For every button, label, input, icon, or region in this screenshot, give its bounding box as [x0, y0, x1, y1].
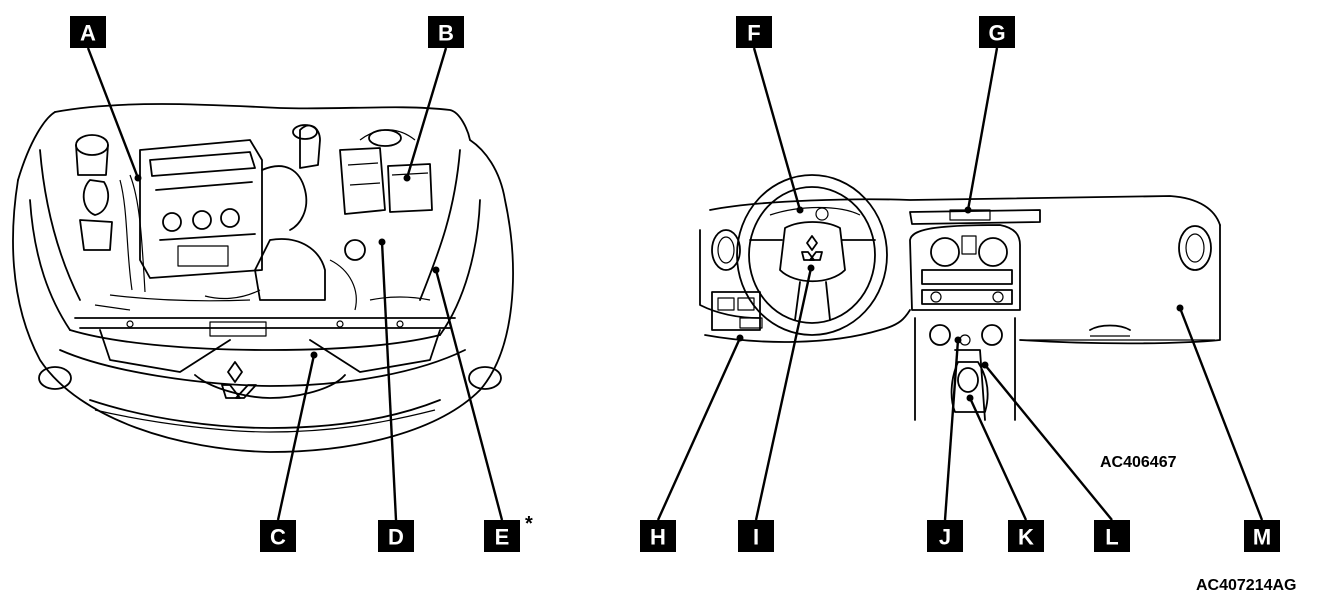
- leader-D: [380, 241, 398, 521]
- interior-figure-code: AC406467: [1100, 454, 1177, 471]
- callout-label-D: D: [388, 525, 404, 550]
- point-H: [736, 334, 744, 342]
- callout-label-L: L: [1105, 525, 1118, 550]
- callout-label-E: E: [495, 525, 510, 550]
- point-M: [1176, 304, 1184, 312]
- point-C: [310, 351, 318, 359]
- callout-K: K: [1008, 520, 1044, 552]
- callout-E-asterisk: *: [525, 513, 533, 535]
- callout-L: L: [1094, 520, 1130, 552]
- steering-emblem: [801, 235, 823, 261]
- callout-A: A: [70, 16, 106, 48]
- point-D: [378, 238, 386, 246]
- leader-H: [656, 337, 742, 521]
- callout-label-A: A: [80, 21, 96, 46]
- leader-lines: [86, 47, 1264, 521]
- point-J: [954, 336, 962, 344]
- leader-L: [984, 364, 1113, 521]
- callout-J: J: [927, 520, 963, 552]
- callout-label-I: I: [753, 525, 759, 550]
- callout-label-C: C: [270, 525, 286, 550]
- figure-code: AC407214AG: [1196, 577, 1297, 594]
- point-E: [432, 266, 440, 274]
- callout-I: I: [738, 520, 774, 552]
- leader-I: [754, 267, 813, 521]
- leader-E: [434, 269, 504, 521]
- callout-label-K: K: [1018, 525, 1034, 550]
- leader-J: [943, 339, 960, 521]
- callout-F: F: [736, 16, 772, 48]
- callout-C: C: [260, 520, 296, 552]
- steering-wheel: [736, 174, 888, 336]
- callout-M: M: [1244, 520, 1280, 552]
- leader-C: [276, 354, 316, 521]
- leader-B: [405, 47, 448, 179]
- leader-A: [86, 47, 140, 179]
- callout-G: G: [979, 16, 1015, 48]
- engine-block: [139, 139, 263, 279]
- leader-G: [966, 47, 999, 211]
- point-I: [807, 264, 815, 272]
- point-L: [981, 361, 989, 369]
- point-G: [964, 206, 972, 214]
- dashboard-illustration: [699, 174, 1221, 421]
- callout-label-F: F: [747, 21, 760, 46]
- callout-D: D: [378, 520, 414, 552]
- callout-E: E: [484, 520, 520, 552]
- callout-B: B: [428, 16, 464, 48]
- callout-H: H: [640, 520, 676, 552]
- point-B: [403, 174, 411, 182]
- callout-label-G: G: [988, 21, 1005, 46]
- leader-F: [752, 47, 802, 211]
- point-F: [796, 206, 804, 214]
- callout-label-H: H: [650, 525, 666, 550]
- callout-label-M: M: [1253, 525, 1271, 550]
- leader-M: [1178, 307, 1264, 521]
- callout-label-J: J: [939, 525, 951, 550]
- leader-K: [968, 397, 1028, 521]
- point-A: [134, 174, 142, 182]
- engine-compartment-illustration: [12, 103, 514, 453]
- front-emblem: [221, 361, 257, 399]
- leader-endpoints: [134, 174, 1184, 402]
- callout-label-B: B: [438, 21, 454, 46]
- point-K: [966, 394, 974, 402]
